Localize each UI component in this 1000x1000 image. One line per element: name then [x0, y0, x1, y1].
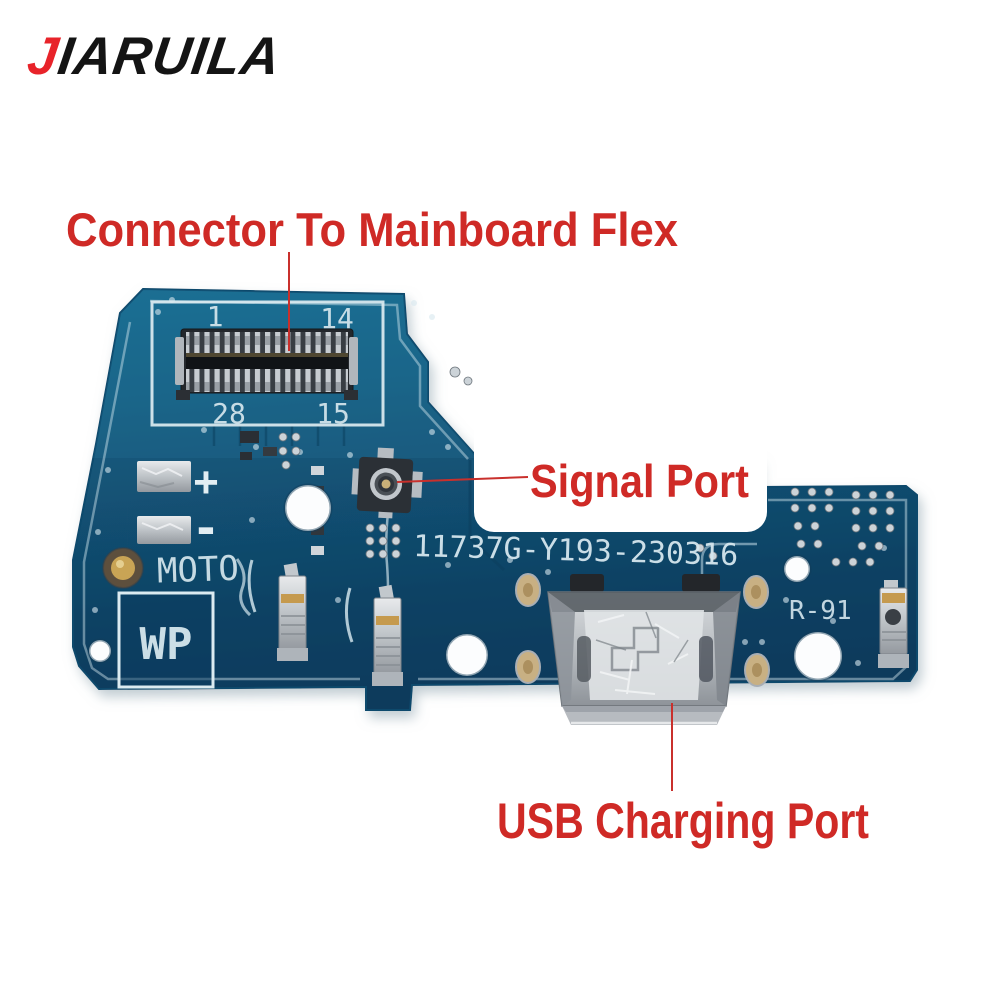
usb-port: [547, 574, 741, 725]
battery-pads: + -: [137, 458, 219, 557]
fpc-gold-glint: [186, 353, 348, 357]
fpc-latch-left: [175, 337, 184, 385]
solder-pad-plus: [137, 461, 191, 492]
pin-number-bottom-right: 15: [316, 397, 350, 430]
minus-label: -: [197, 494, 216, 557]
mounting-hole: [87, 638, 113, 664]
fpc-latch-right: [349, 337, 358, 385]
wp-box: [117, 591, 215, 689]
logo-suffix: IARUILA: [54, 27, 284, 86]
fpc-silkscreen-box: [150, 300, 385, 427]
usb-annotation-label: USB Charging Port: [497, 793, 869, 849]
pad-crinkle: [141, 522, 184, 531]
signal-leader-line: [396, 476, 529, 483]
signal-port-connector: [351, 447, 423, 519]
svg-text:JIARUILA: JIARUILA: [24, 27, 285, 86]
mounting-hole: [792, 630, 844, 682]
wp-label: WP: [140, 619, 193, 670]
fpc-foot-right: [344, 390, 358, 400]
pad-crinkle: [141, 467, 183, 477]
gold-screw-pads: [515, 573, 770, 687]
microphone-pad: [102, 547, 144, 589]
connector-annotation-label: Connector To Mainboard Flex: [66, 203, 678, 256]
signal-annotation-label: Signal Port: [530, 455, 749, 507]
pin-number-top-left: 1: [207, 300, 224, 333]
pad-crinkle: [139, 481, 175, 489]
usb-scratch-pattern: [610, 626, 660, 672]
signal-label-patch: [474, 390, 767, 532]
board-code-label: R-91: [789, 596, 852, 626]
plus-label: +: [193, 458, 219, 507]
test-pad-dots: [278, 366, 895, 567]
fpc-pins-top: [186, 332, 348, 353]
mounting-hole: [283, 483, 333, 533]
solder-pad-minus: [137, 516, 191, 544]
fpc-connector: 1 14 28 15: [150, 300, 385, 430]
pin-number-bottom-left: 28: [212, 397, 246, 430]
fpc-pins-bottom: [186, 369, 348, 392]
fpc-foot-left: [176, 390, 190, 400]
brand-watermark: JIARUILA: [24, 27, 285, 86]
spring-contact: [878, 580, 909, 668]
spring-contact: [277, 562, 308, 661]
mounting-hole: [444, 632, 490, 678]
mounting-hole: [782, 554, 812, 584]
spring-contact: [372, 584, 403, 686]
moto-label: MOTO: [156, 549, 239, 592]
silkscreen-dots: [92, 297, 887, 666]
mounting-holes: [87, 483, 844, 682]
